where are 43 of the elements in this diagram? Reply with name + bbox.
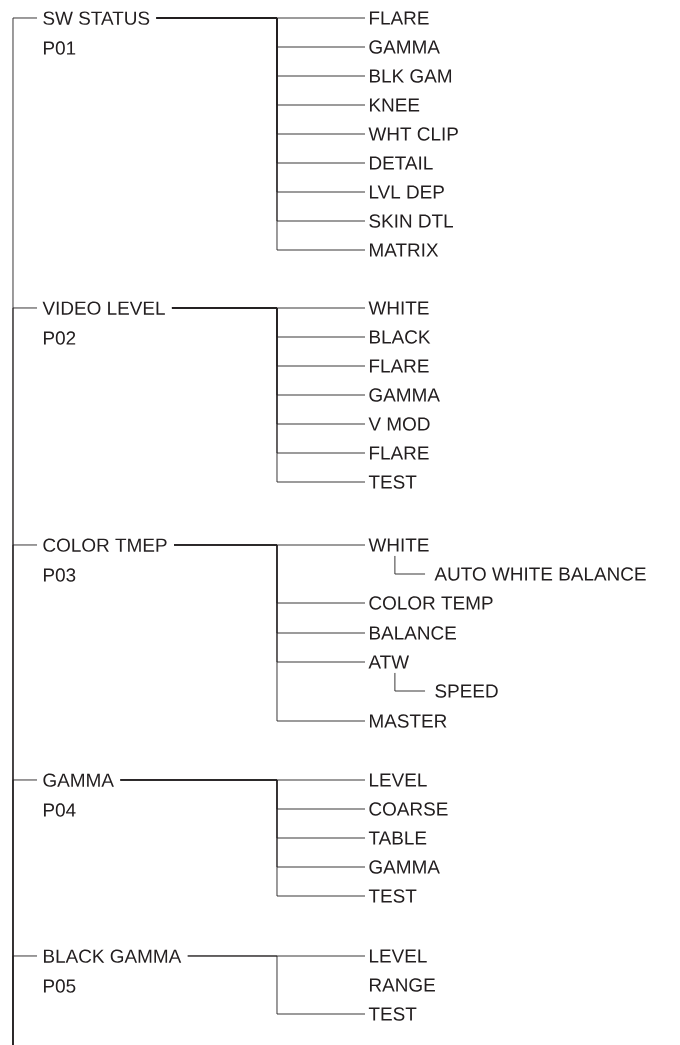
menu-item: MASTER — [370, 714, 447, 728]
menu-item: TEST — [368, 475, 417, 489]
menu-item: WHITE — [368, 538, 429, 552]
menu-item: TABLE — [368, 831, 427, 845]
menu-heading: GAMMA P04 — [43, 773, 114, 817]
menu-item: FLARE — [370, 446, 429, 460]
menu-item: RANGE — [370, 978, 435, 992]
menu-heading: COLOR TMEP P03 — [43, 538, 167, 582]
menu-item: GAMMA — [369, 860, 440, 874]
connector-line — [394, 672, 426, 692]
connector-line — [171, 307, 366, 483]
menu-item: SPEED — [435, 684, 498, 698]
menu-item: BLACK — [370, 330, 431, 344]
menu-item: AUTO WHITE BALANCE — [434, 567, 646, 581]
menu-item: LEVEL — [370, 773, 427, 787]
connector-line — [12, 955, 38, 1045]
menu-item: TEST — [368, 889, 417, 903]
menu-item: LEVEL — [370, 949, 427, 963]
connector-line — [394, 555, 426, 575]
menu-item: SKIN DTL — [369, 214, 453, 228]
menu-item: TEST — [368, 1007, 417, 1021]
menu-item: MATRIX — [370, 243, 439, 257]
connector-line — [173, 544, 366, 722]
menu-item: LVL DEP — [370, 185, 444, 199]
menu-item: BLK GAM — [370, 69, 451, 83]
menu-item: ATW — [368, 655, 410, 669]
connector-line — [187, 955, 366, 1015]
menu-item: FLARE — [370, 11, 429, 25]
menu-item: V MOD — [368, 417, 430, 431]
menu-item: BALANCE — [370, 626, 456, 640]
menu-item: GAMMA — [369, 388, 440, 402]
connector-line — [119, 779, 366, 897]
menu-item: GAMMA — [369, 40, 440, 54]
menu-item: WHITE — [368, 301, 429, 315]
menu-item: WHT CLIP — [368, 127, 458, 141]
menu-item: KNEE — [370, 98, 420, 112]
menu-item: FLARE — [370, 359, 429, 373]
menu-heading: BLACK GAMMA P05 — [44, 949, 182, 993]
menu-item: DETAIL — [370, 156, 433, 170]
menu-item: COLOR TEMP — [369, 596, 493, 610]
menu-heading: SW STATUS P01 — [43, 11, 150, 55]
menu-item: COARSE — [369, 802, 448, 816]
menu-heading: VIDEO LEVEL P02 — [42, 301, 165, 345]
